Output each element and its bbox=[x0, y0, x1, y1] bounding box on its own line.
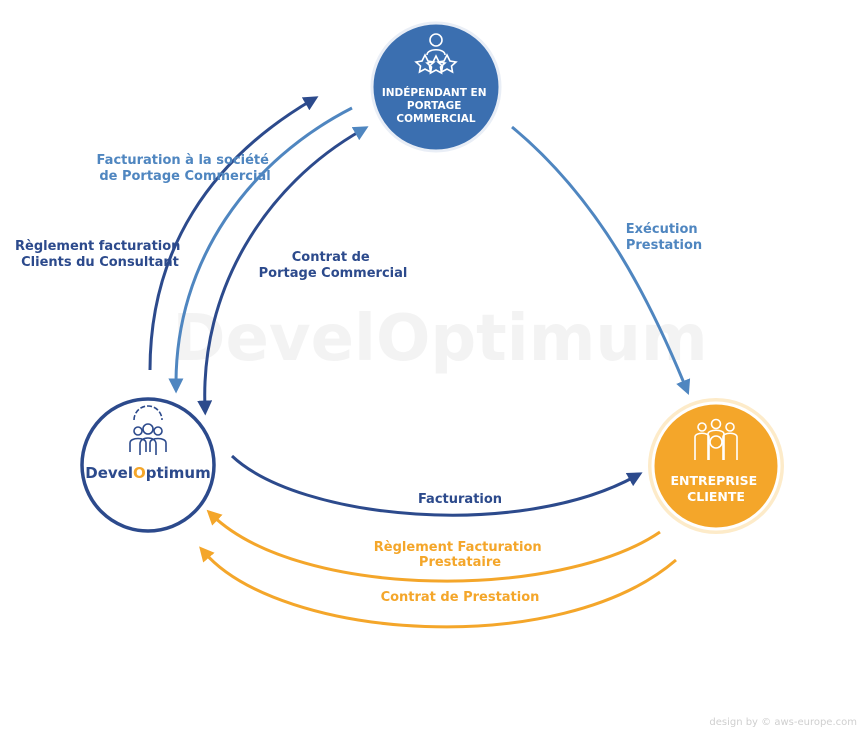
label-reglement-facturation: Règlement facturation Clients du Consult… bbox=[15, 239, 185, 270]
arrow-reglement-prestataire bbox=[206, 509, 661, 583]
label-reglement-prestataire: Règlement Facturation Prestataire bbox=[374, 540, 546, 570]
label-facturation: Facturation bbox=[418, 492, 502, 507]
label-contrat-portage-line-2: Portage Commercial bbox=[259, 266, 408, 281]
node-developtimum: DevelOptimum bbox=[80, 397, 216, 533]
label-contrat-portage: Contrat de Portage Commercial bbox=[259, 250, 408, 281]
arrow-facturation bbox=[230, 454, 643, 517]
svg-text:ENTREPRISE CLIENTE: ENTREPRISE CLIENTE bbox=[670, 473, 761, 504]
label-facturation-portage-line-1: Facturation à la société bbox=[97, 153, 270, 168]
svg-text:INDÉPENDANT EN PORTAGE: INDÉPENDANT EN PORTAGE COMMERCIAL bbox=[382, 86, 490, 125]
node-entreprise-line-2: CLIENTE bbox=[687, 489, 745, 504]
label-reglement-prestataire-line-2: Prestataire bbox=[419, 555, 501, 570]
arrow-execution bbox=[511, 125, 691, 395]
arrow-contrat-portage bbox=[197, 126, 369, 416]
watermark-text: DevelOptimum bbox=[172, 302, 707, 376]
node-independant-line-3: COMMERCIAL bbox=[396, 113, 476, 125]
label-contrat-prestation: Contrat de Prestation bbox=[381, 590, 540, 605]
label-facturation-portage-line-2: de Portage Commercial bbox=[99, 169, 270, 184]
design-credit: design by © aws-europe.com bbox=[709, 717, 857, 728]
label-execution-line-2: Prestation bbox=[626, 238, 702, 253]
team-icon bbox=[129, 405, 167, 455]
label-contrat-portage-line-1: Contrat de bbox=[292, 250, 370, 265]
label-reglement-facturation-line-1: Règlement facturation bbox=[15, 239, 180, 254]
label-reglement-prestataire-line-1: Règlement Facturation bbox=[374, 540, 542, 555]
label-execution: Exécution Prestation bbox=[626, 222, 702, 253]
people-stars-icon bbox=[414, 33, 458, 75]
logo-prefix: Devel bbox=[85, 464, 133, 482]
label-facturation-portage: Facturation à la société de Portage Comm… bbox=[97, 153, 274, 184]
node-independant-line-2: PORTAGE bbox=[407, 100, 462, 112]
node-entreprise-line-1: ENTREPRISE bbox=[670, 473, 757, 488]
logo-o: O bbox=[133, 464, 146, 482]
node-independant-line-1: INDÉPENDANT EN bbox=[382, 86, 487, 99]
node-entreprise: ENTREPRISE CLIENTE bbox=[648, 398, 784, 534]
logo-suffix: ptimum bbox=[146, 464, 211, 482]
label-execution-line-1: Exécution bbox=[626, 222, 698, 237]
developtimum-logo: DevelOptimum bbox=[85, 464, 210, 482]
node-independant: INDÉPENDANT EN PORTAGE COMMERCIAL bbox=[368, 19, 504, 155]
arrow-reglement-facturation bbox=[148, 96, 319, 371]
label-reglement-facturation-line-2: Clients du Consultant bbox=[21, 255, 179, 270]
group-cycle-icon bbox=[694, 418, 738, 460]
arrow-contrat-prestation bbox=[199, 546, 677, 629]
